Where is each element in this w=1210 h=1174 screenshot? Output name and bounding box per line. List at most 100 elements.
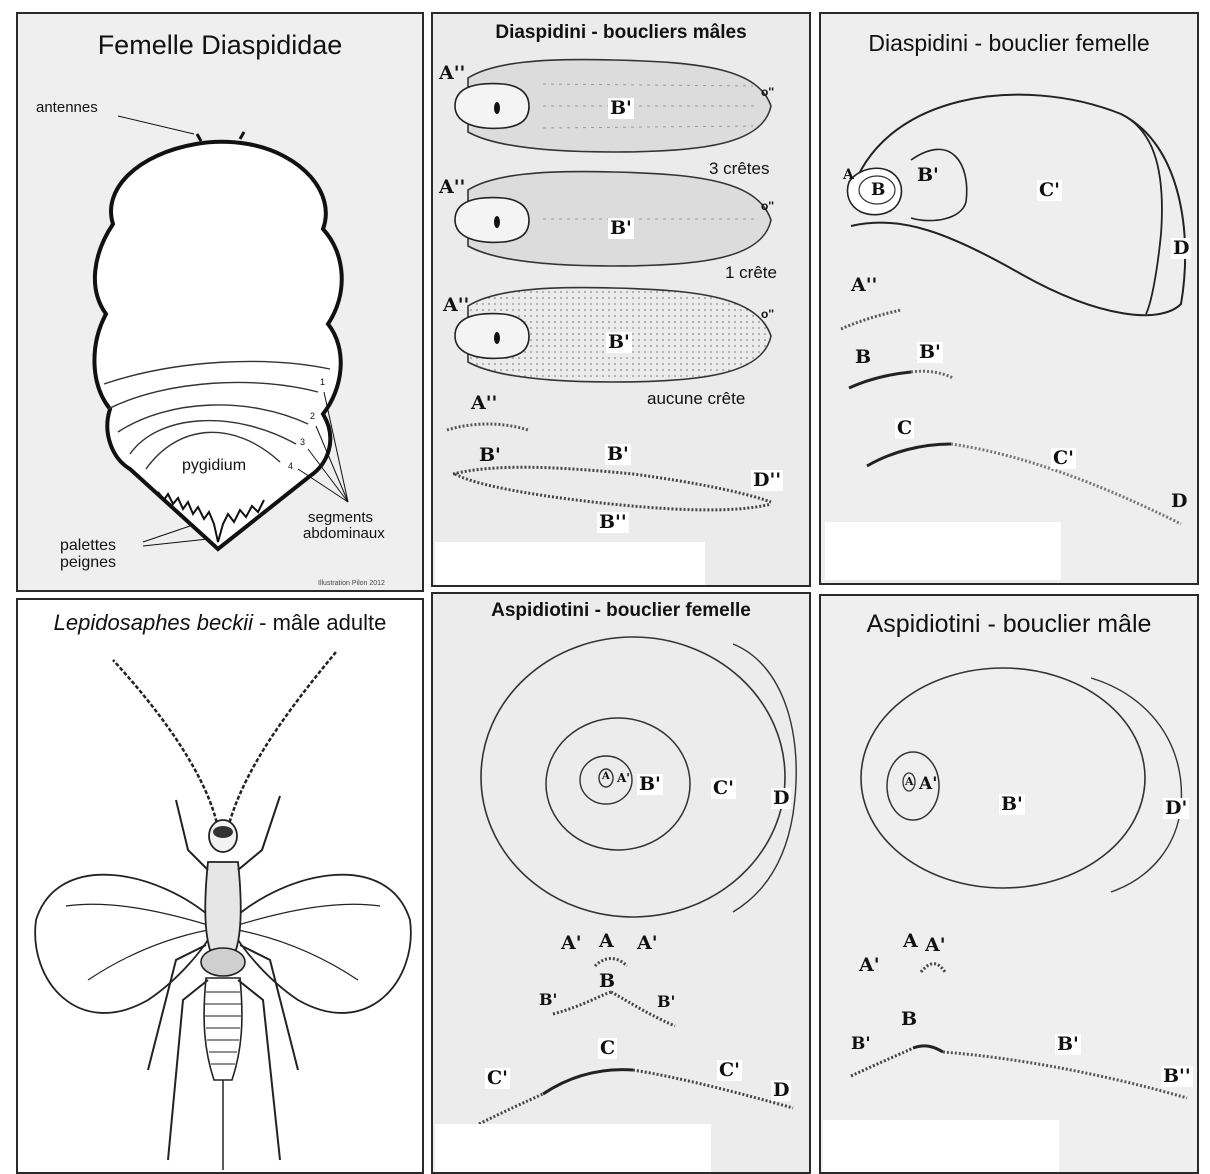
shield1-label-b: B' xyxy=(608,98,634,119)
top-label-a: A xyxy=(843,168,854,182)
profile-a-segment xyxy=(595,959,627,967)
top-label-a-inner: A xyxy=(905,776,914,787)
profile-label-a-left: A' xyxy=(561,934,582,953)
leg-hind-left xyxy=(168,980,208,1160)
wing-left xyxy=(35,875,214,1013)
profile-lower xyxy=(455,474,771,510)
top-label-a-inner: A xyxy=(602,772,610,782)
top-label-d-prime: D' xyxy=(1163,798,1189,819)
palettes-pointer-2 xyxy=(143,539,208,546)
label-segments: segments xyxy=(308,510,373,526)
segments-pointer-4 xyxy=(298,469,348,502)
label-abdominaux: abdominaux xyxy=(303,526,385,542)
top-label-a-prime: A' xyxy=(617,772,630,784)
profile-label-d: D xyxy=(1171,492,1187,511)
leg-front-left xyxy=(176,800,208,870)
blank-box xyxy=(823,1120,1059,1174)
scutellum xyxy=(201,948,245,976)
profile-bprime-segment xyxy=(911,371,953,378)
profile-label-b-prime: B' xyxy=(917,342,943,363)
label-palettes: palettes xyxy=(60,538,116,555)
male-insect-drawing xyxy=(18,600,424,1174)
top-label-b: B xyxy=(871,182,885,199)
profile-a-segment xyxy=(921,964,945,972)
shield2-label-b: B' xyxy=(608,218,634,239)
top-label-c-prime: C' xyxy=(1037,180,1062,201)
profile-label-b: B xyxy=(855,348,871,367)
outer-edge-d xyxy=(733,644,796,912)
profile-label-c: C xyxy=(598,1038,617,1059)
shield2-caption: 1 crête xyxy=(725,264,777,282)
profile-label-b-left: B' xyxy=(851,1036,871,1053)
shield1-label-o: o'' xyxy=(761,86,774,99)
top-label-b-prime: B' xyxy=(917,166,939,185)
top-label-d: D xyxy=(1171,238,1191,259)
profile-label-b-double: B'' xyxy=(1161,1066,1193,1087)
outer-ring-d xyxy=(481,637,785,917)
top-label-d: D xyxy=(771,788,791,809)
shield3-label-o: o'' xyxy=(761,308,774,321)
profile-label-a: A'' xyxy=(471,394,497,413)
profile-label-b-bottom: B'' xyxy=(597,512,629,533)
female-shield-top-view xyxy=(848,95,1186,315)
shield1-caption: 3 crêtes xyxy=(709,160,769,178)
profile-label-c-left: C' xyxy=(485,1068,510,1089)
illustration-credit: Illustration Pilon 2012 xyxy=(318,580,385,587)
panel-aspidiotini-male: Aspidiotini - bouclier mâle A A' B' D' A… xyxy=(819,594,1199,1174)
profile-label-a2: A'' xyxy=(851,276,877,295)
profile-label-b-mid: B' xyxy=(605,444,631,465)
profile-c-segment-right xyxy=(633,1070,793,1108)
profile-label-b-right: B' xyxy=(657,994,675,1010)
profile-label-a: A xyxy=(903,932,918,951)
profile-c-segment xyxy=(867,444,951,466)
profile-label-b-left: B' xyxy=(539,992,557,1008)
label-peignes: peignes xyxy=(60,555,116,572)
leg-hind-right xyxy=(238,980,280,1160)
label-segment-2: 2 xyxy=(310,412,315,421)
profile-c-segment xyxy=(543,1070,633,1094)
profile-b-segment-right xyxy=(943,1052,1187,1098)
wing-right xyxy=(232,875,411,1013)
female-shield-drawing xyxy=(821,14,1199,585)
aspidiotini-male-drawing xyxy=(821,596,1199,1174)
shield3-label-b: B' xyxy=(606,332,632,353)
profile-c-segment-left xyxy=(479,1094,543,1124)
blank-box xyxy=(825,522,1061,580)
profile-a-segment xyxy=(447,424,528,430)
profile-label-c-right: C' xyxy=(717,1060,742,1081)
blank-box xyxy=(435,542,705,587)
palettes-pointer-1 xyxy=(143,526,190,542)
profile-label-c: C xyxy=(895,418,914,439)
profile-label-a-right: A' xyxy=(925,936,946,955)
profile-label-a-left: A' xyxy=(859,956,880,975)
profile-label-c-prime: C' xyxy=(1051,448,1076,469)
label-segment-4: 4 xyxy=(288,462,293,471)
top-label-b-prime: B' xyxy=(999,794,1025,815)
profile-label-d: D'' xyxy=(751,470,783,491)
label-segment-3: 3 xyxy=(300,438,305,447)
top-label-a-prime: A' xyxy=(919,776,937,793)
top-label-b-prime: B' xyxy=(637,774,663,795)
leg-front-right xyxy=(238,796,280,870)
profile-label-b: B xyxy=(599,972,615,991)
label-antennes: antennes xyxy=(36,100,98,116)
profile-b-segment xyxy=(553,992,611,1014)
blank-box xyxy=(435,1124,711,1174)
profile-label-b-right: B' xyxy=(1055,1034,1081,1055)
profile-label-b-left: B' xyxy=(479,446,501,465)
panel-femelle-diaspididae: Femelle Diaspididae antennes pygidium pa… xyxy=(16,12,424,592)
label-pygidium: pygidium xyxy=(182,458,246,475)
profile-label-d: D xyxy=(771,1080,791,1101)
profile-label-a-right: A' xyxy=(637,934,658,953)
profile-a2-segment xyxy=(841,310,901,329)
outer-edge-d xyxy=(1091,678,1181,892)
panel-diaspidini-males: Diaspidini - boucliers mâles xyxy=(431,12,811,587)
antennes-pointer xyxy=(118,116,194,134)
profile-upper xyxy=(453,467,771,502)
panel-diaspidini-femelle: Diaspidini - bouclier femelle A B B' C' … xyxy=(819,12,1199,585)
profile-label-a: A xyxy=(599,932,614,951)
antenna-right xyxy=(240,132,244,139)
eyes xyxy=(213,826,233,838)
top-label-c-prime: C' xyxy=(711,778,736,799)
profile-b-segment xyxy=(913,1046,943,1052)
